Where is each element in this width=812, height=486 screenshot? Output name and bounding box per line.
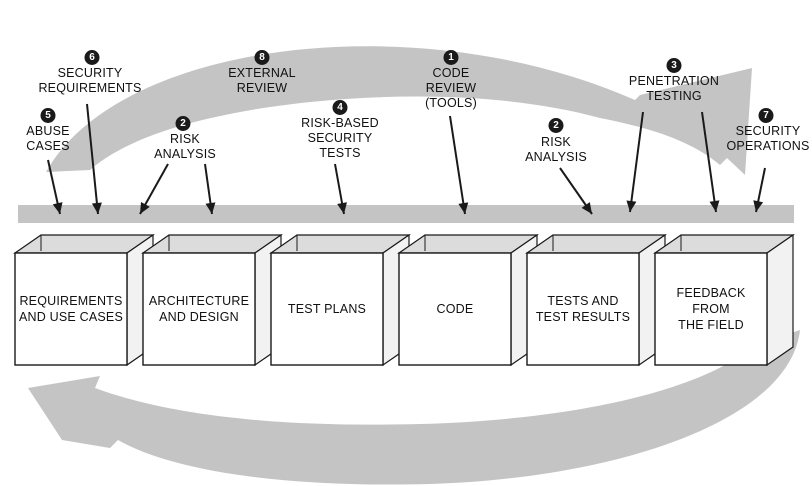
- touchpoint-label-line: RISK: [541, 135, 571, 149]
- box-front-face: [654, 252, 768, 366]
- process-band: [18, 205, 794, 223]
- pointer-arrow-head: [626, 200, 637, 212]
- pointer-arrow-line: [449, 115, 466, 215]
- pointer-arrow-head: [337, 202, 347, 214]
- phase-label-line: REQUIREMENTS: [19, 294, 123, 308]
- touchpoint-label-line: RISK-BASED: [301, 116, 379, 130]
- pointer-arrow-head: [581, 202, 592, 214]
- pointer-arrow-line: [701, 111, 717, 213]
- touchpoint-label-line: CASES: [26, 139, 70, 153]
- touchpoint-number-badge: 3: [666, 58, 682, 73]
- pointer-arrow-head: [709, 200, 720, 212]
- touchpoint-number-badge: 6: [84, 50, 100, 65]
- pointer-arrow-line: [86, 103, 99, 215]
- phase-label: REQUIREMENTS AND USE CASES: [19, 293, 123, 325]
- touchpoint-label-line: (TOOLS): [425, 96, 477, 110]
- touchpoint-label-line: CODE: [432, 66, 470, 80]
- phase-label: ARCHITECTURE AND DESIGN: [149, 293, 249, 325]
- pointer-arrow-head: [753, 200, 764, 212]
- phase-label-line: TEST PLANS: [287, 302, 367, 316]
- phase-box: TEST PLANS: [271, 253, 383, 365]
- touchpoint-label-line: SECURITY: [735, 124, 801, 138]
- touchpoint-label-line: REVIEW: [236, 81, 288, 95]
- touchpoint-number-badge: 2: [548, 118, 564, 133]
- box-front-face: [398, 252, 512, 366]
- touchpoint-label-line: RISK: [170, 132, 200, 146]
- phase-label: TEST PLANS: [288, 301, 366, 317]
- pointer-arrow-head: [91, 202, 102, 214]
- phase-label: TESTS AND TEST RESULTS: [536, 293, 630, 325]
- touchpoint-number-badge: 8: [254, 50, 270, 65]
- touchpoint-label-line: SECURITY: [57, 66, 123, 80]
- touchpoint-label-line: REQUIREMENTS: [38, 81, 142, 95]
- phase-box: TESTS AND TEST RESULTS: [527, 253, 639, 365]
- phase-label-line: TEST RESULTS: [535, 310, 631, 324]
- touchpoint-number-badge: 4: [332, 100, 348, 115]
- touchpoint-label-line: ANALYSIS: [525, 150, 587, 164]
- phase-label-line: FEEDBACK: [676, 286, 746, 300]
- phase-label-line: TESTS AND: [547, 294, 619, 308]
- pointer-arrow-head: [205, 202, 216, 214]
- box-front-face: [270, 252, 384, 366]
- touchpoint-number-badge: 5: [40, 108, 56, 123]
- touchpoint-label-line: OPERATIONS: [726, 139, 810, 153]
- phase-label-line: AND USE CASES: [18, 310, 124, 324]
- box-front-face: [14, 252, 128, 366]
- phase-label-line: THE FIELD: [678, 318, 744, 332]
- touchpoint-label-line: TESTS: [319, 146, 361, 160]
- touchpoint-label-line: ANALYSIS: [154, 147, 216, 161]
- touchpoint-number-badge: 2: [175, 116, 191, 131]
- phase-box: REQUIREMENTS AND USE CASES: [15, 253, 127, 365]
- phase-label: CODE: [437, 301, 474, 317]
- touchpoint-label-line: EXTERNAL: [228, 66, 296, 80]
- box-front-face: [526, 252, 640, 366]
- touchpoint-number-badge: 7: [758, 108, 774, 123]
- box-side-face: [766, 233, 794, 367]
- phase-box: CODE: [399, 253, 511, 365]
- top-cycle-arrow: [46, 46, 752, 175]
- phase-label-line: ARCHITECTURE: [148, 294, 250, 308]
- phase-label-line: CODE: [436, 302, 474, 316]
- phase-label: FEEDBACK FROM THE FIELD: [677, 285, 746, 333]
- pointer-arrow-head: [458, 202, 469, 214]
- pointer-arrow-head: [52, 202, 63, 214]
- phase-label-line: AND DESIGN: [159, 310, 239, 324]
- touchpoint-label-line: TESTING: [646, 89, 702, 103]
- phase-label-line: FROM: [692, 302, 730, 316]
- touchpoint-label-line: PENETRATION: [628, 74, 720, 88]
- touchpoint-label-line: SECURITY: [307, 131, 373, 145]
- touchpoint-number-badge: 1: [443, 50, 459, 65]
- touchpoint-label-line: ABUSE: [26, 124, 70, 138]
- touchpoint-label-line: REVIEW: [425, 81, 477, 95]
- pointer-arrow-line: [629, 111, 644, 213]
- pointer-arrow-head: [140, 201, 150, 214]
- phase-box: ARCHITECTURE AND DESIGN: [143, 253, 255, 365]
- phase-box: FEEDBACK FROM THE FIELD: [655, 253, 767, 365]
- bottom-cycle-arrow: [28, 330, 800, 485]
- box-front-face: [142, 252, 256, 366]
